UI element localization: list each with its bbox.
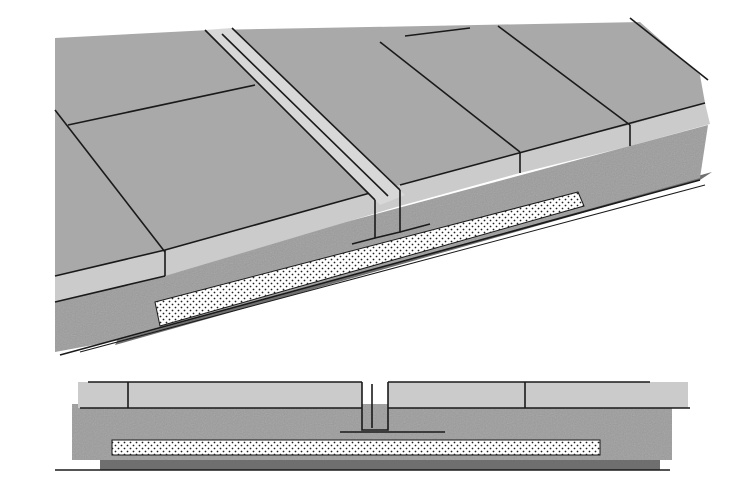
slab-top-surface	[55, 22, 705, 276]
perspective-section	[54, 17, 712, 356]
joint-channel	[204, 27, 431, 245]
ground-shadow	[100, 460, 660, 470]
slab-left	[78, 382, 362, 408]
flat-cross-section	[55, 381, 690, 471]
slab-right	[388, 382, 688, 408]
sand-bed	[111, 439, 601, 456]
slab-joints	[54, 17, 709, 356]
sand-bed	[154, 191, 585, 327]
section-lines	[55, 381, 690, 471]
